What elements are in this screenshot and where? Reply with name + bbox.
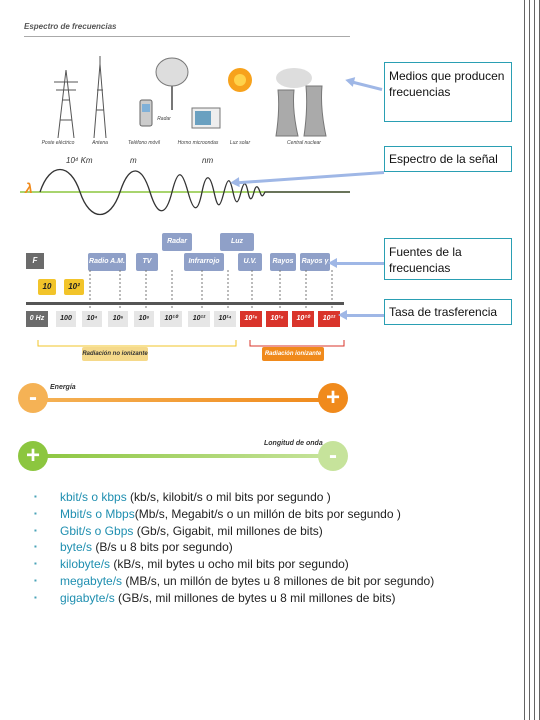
rate-cell: 10¹⁰ [160, 311, 182, 327]
unit-description: (MB/s, un millón de bytes u 8 millones d… [122, 573, 435, 588]
band-label: TV [136, 253, 158, 271]
rate-cell: 100 [56, 311, 76, 327]
source-label: Horno microondas [177, 140, 219, 146]
band-label: U.V. [238, 253, 262, 271]
page-edge-decoration [522, 0, 540, 720]
wavelength-label: Longitud de onda [264, 440, 323, 447]
callout-text: Espectro de la señal [389, 152, 498, 166]
nuclear-plant-icon [275, 68, 327, 137]
unit-term: gigabyte/s [60, 590, 115, 605]
unit-term: Mbit/s o Mbps [60, 506, 135, 521]
list-item: Mbit/s o Mbps(Mb/s, Megabit/s o un milló… [34, 506, 434, 523]
wavelength-plus-icon: + [18, 441, 48, 471]
source-label: Antena [92, 140, 108, 146]
unit-description: (GB/s, mil millones de bytes u 8 mil mil… [114, 590, 396, 605]
rate-scale-bar [26, 302, 344, 305]
source-label: Poste eléctrico [41, 140, 75, 146]
band-label: Rayos γ [300, 253, 330, 271]
unit-description: (B/s u 8 bits por segundo) [92, 540, 233, 555]
antenna-tower-icon [93, 56, 107, 139]
callout-signal: Espectro de la señal [384, 146, 512, 172]
callout-arrow [328, 258, 384, 268]
frequency-box: F [26, 253, 44, 269]
units-list: kbit/s o kbps (kb/s, kilobit/s o mil bit… [34, 489, 434, 607]
source-label: Teléfono móvil [127, 140, 161, 146]
unit-description: (kB/s, mil bytes u ocho mil bits por seg… [110, 557, 349, 572]
diagram-title: Espectro de frecuencias [24, 22, 117, 31]
sun-icon [228, 68, 252, 92]
band-label: Radio A.M. [88, 253, 126, 271]
microwave-oven-icon [191, 107, 221, 129]
rate-cell: 0 Hz [26, 311, 48, 327]
callout-transfer-rate: Tasa de trasferencia [384, 299, 512, 325]
frequency-value: 10 [38, 279, 56, 295]
band-label: Infrarrojo [184, 253, 224, 271]
callout-arrow [338, 310, 384, 320]
wavelength-scale-label: nm [202, 156, 214, 165]
list-item: Gbit/s o Gbps (Gb/s, Gigabit, mil millon… [34, 523, 434, 540]
rate-cell: 10⁸ [134, 311, 154, 327]
unit-description: (Gb/s, Gigabit, mil millones de bits) [133, 523, 323, 538]
band-label: Rayos X [270, 253, 296, 283]
unit-term: kbit/s o kbps [60, 490, 127, 504]
unit-term: Gbit/s o Gbps [60, 523, 134, 538]
nonionizing-label: Radiación no ionizante [82, 347, 148, 361]
list-item: kilobyte/s (kB/s, mil bytes u ocho mil b… [34, 556, 434, 573]
wavelength-scale-label: m [130, 156, 137, 165]
list-item: kbit/s o kbps (kb/s, kilobit/s o mil bit… [34, 489, 434, 506]
unit-term: megabyte/s [60, 573, 123, 588]
energy-label: Energía [50, 384, 76, 391]
callout-text: Medios que producen frecuencias [389, 69, 505, 99]
wavelength-minus-icon: - [318, 441, 348, 471]
callout-sources: Medios que producen frecuencias [384, 62, 512, 122]
source-label: Central nuclear [287, 140, 321, 146]
rate-cell: 10¹⁶ [240, 311, 262, 327]
rate-cell: 10¹² [188, 311, 210, 327]
radiation-brackets [37, 340, 345, 347]
energy-plus-icon: + [318, 383, 348, 413]
energy-wavelength-scales [34, 398, 330, 458]
rate-cell: 10¹⁸ [266, 311, 288, 327]
source-label: Luz solar [229, 140, 251, 146]
title-rule [24, 36, 350, 37]
wavelength-scale-label: 10⁴ Km [66, 156, 93, 165]
lambda-symbol: λ [25, 180, 33, 196]
unit-description: (Mb/s, Megabit/s o un millón de bits por… [134, 506, 401, 521]
unit-description: (kb/s, kilobit/s o mil bits por segundo … [126, 490, 331, 504]
rate-cell: 10⁴ [82, 311, 102, 327]
cell-phone-icon [139, 99, 153, 127]
callout-frequency-sources: Fuentes de la frecuencias [384, 238, 512, 280]
source-label: Radar [157, 116, 171, 122]
unit-term: kilobyte/s [60, 557, 111, 572]
list-item: byte/s (B/s u 8 bits por segundo) [34, 539, 434, 556]
frequency-value: 10² [64, 279, 84, 295]
list-item: megabyte/s (MB/s, un millón de bytes u 8… [34, 573, 434, 590]
source-illustrations [54, 56, 327, 139]
band-label: Radar [162, 233, 192, 251]
rate-cell: 10²² [318, 311, 340, 327]
callout-text: Tasa de trasferencia [389, 305, 498, 319]
unit-term: byte/s [60, 540, 93, 555]
dashed-connectors [89, 270, 333, 310]
wave-graphic [20, 168, 350, 216]
rate-cell: 10¹⁴ [214, 311, 236, 327]
callout-text: Fuentes de la frecuencias [389, 245, 462, 275]
power-pylon-icon [54, 69, 78, 139]
list-item: gigabyte/s (GB/s, mil millones de bytes … [34, 590, 434, 607]
satellite-dish-icon [155, 57, 189, 110]
band-label: Luz visible [220, 233, 254, 263]
rate-cell: 10⁶ [108, 311, 128, 327]
energy-minus-icon: - [18, 383, 48, 413]
ionizing-label: Radiación ionizante [262, 347, 324, 361]
rate-cell: 10²⁰ [292, 311, 314, 327]
